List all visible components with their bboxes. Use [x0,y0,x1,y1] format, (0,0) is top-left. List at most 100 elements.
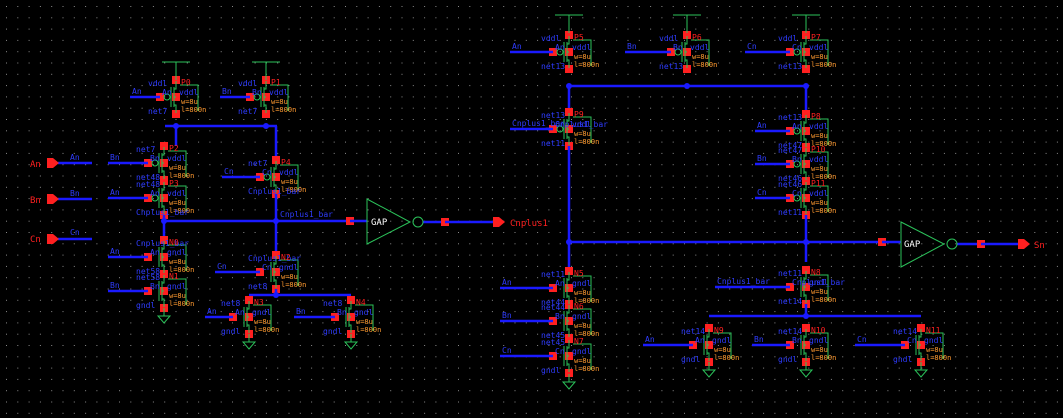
grid-dot [130,412,132,414]
grid-dot [299,198,301,200]
grid-dot [254,322,256,324]
grid-dot [458,186,459,188]
grid-dot [853,412,855,414]
output-pin-sn[interactable]: Sn [1018,239,1045,251]
grid-dot [469,356,471,358]
grid-dot [299,209,301,211]
grid-dot [322,164,324,166]
grid-dot [152,73,154,75]
grid-dot [966,333,968,335]
grid-dot [186,28,188,30]
grid-dot [593,62,595,64]
input-pin-bn[interactable]: Bn Bn [30,189,80,206]
grid-dot [616,119,618,120]
grid-dot [548,345,550,346]
grid-dot [401,311,403,313]
grid-dot [412,198,414,200]
grid-dot [684,277,685,279]
grid-dot [288,28,290,30]
grid-dot [966,220,968,222]
grid-dot [378,164,380,166]
grid-dot [265,164,267,166]
grid-dot [989,220,991,222]
grid-dot [943,254,945,256]
grid-dot [62,62,64,64]
grid-dot [797,401,798,403]
grid-dot [119,288,120,290]
grid-dot [717,232,719,233]
grid-dot [740,333,742,335]
grid-dot [830,299,832,301]
grid-dot [17,311,19,313]
grid-dot [684,220,685,222]
grid-dot [989,401,991,403]
grid-dot [469,175,471,177]
grid-dot [469,141,471,143]
grid-dot [1023,164,1024,166]
grid-dot [785,209,787,211]
grid-dot [887,412,889,414]
grid-dot [119,345,120,346]
grid-dot [910,198,911,200]
buffer-sum[interactable]: GAP [900,221,958,268]
grid-dot [853,39,855,41]
grid-dot [28,28,30,30]
grid-dot [322,119,324,120]
grid-dot [842,299,844,301]
grid-dot [39,119,41,120]
grid-dot [85,265,87,267]
grid-dot [650,390,652,392]
grid-dot [119,141,120,143]
output-pin-cnplus1[interactable]: Cnplus1 [493,217,548,229]
grid-dot [458,299,459,301]
terminal-top-label: net47 [778,146,802,155]
grid-dot [864,322,866,324]
grid-dot [1034,107,1036,109]
grid-dot [537,107,539,109]
grid-dot [616,186,618,188]
grid-dot [853,186,855,188]
grid-dot [277,39,279,41]
input-pin-an[interactable]: An An [30,153,80,170]
grid-dot [186,17,188,19]
grid-dot [729,367,731,369]
grid-dot [28,265,30,267]
grid-dot [277,390,279,392]
grid-dot [842,198,844,200]
input-pin-cn[interactable]: Cn Cn [30,228,80,245]
buffer-carry[interactable]: GAP [366,198,424,245]
bulk-label: gndl [924,336,943,345]
grid-dot [243,412,245,414]
grid-dot [152,220,154,222]
grid-dot [345,390,346,392]
grid-dot [345,265,346,267]
grid-dot [514,73,516,75]
width-param: w=8u [271,98,288,106]
grid-dot [51,378,53,380]
